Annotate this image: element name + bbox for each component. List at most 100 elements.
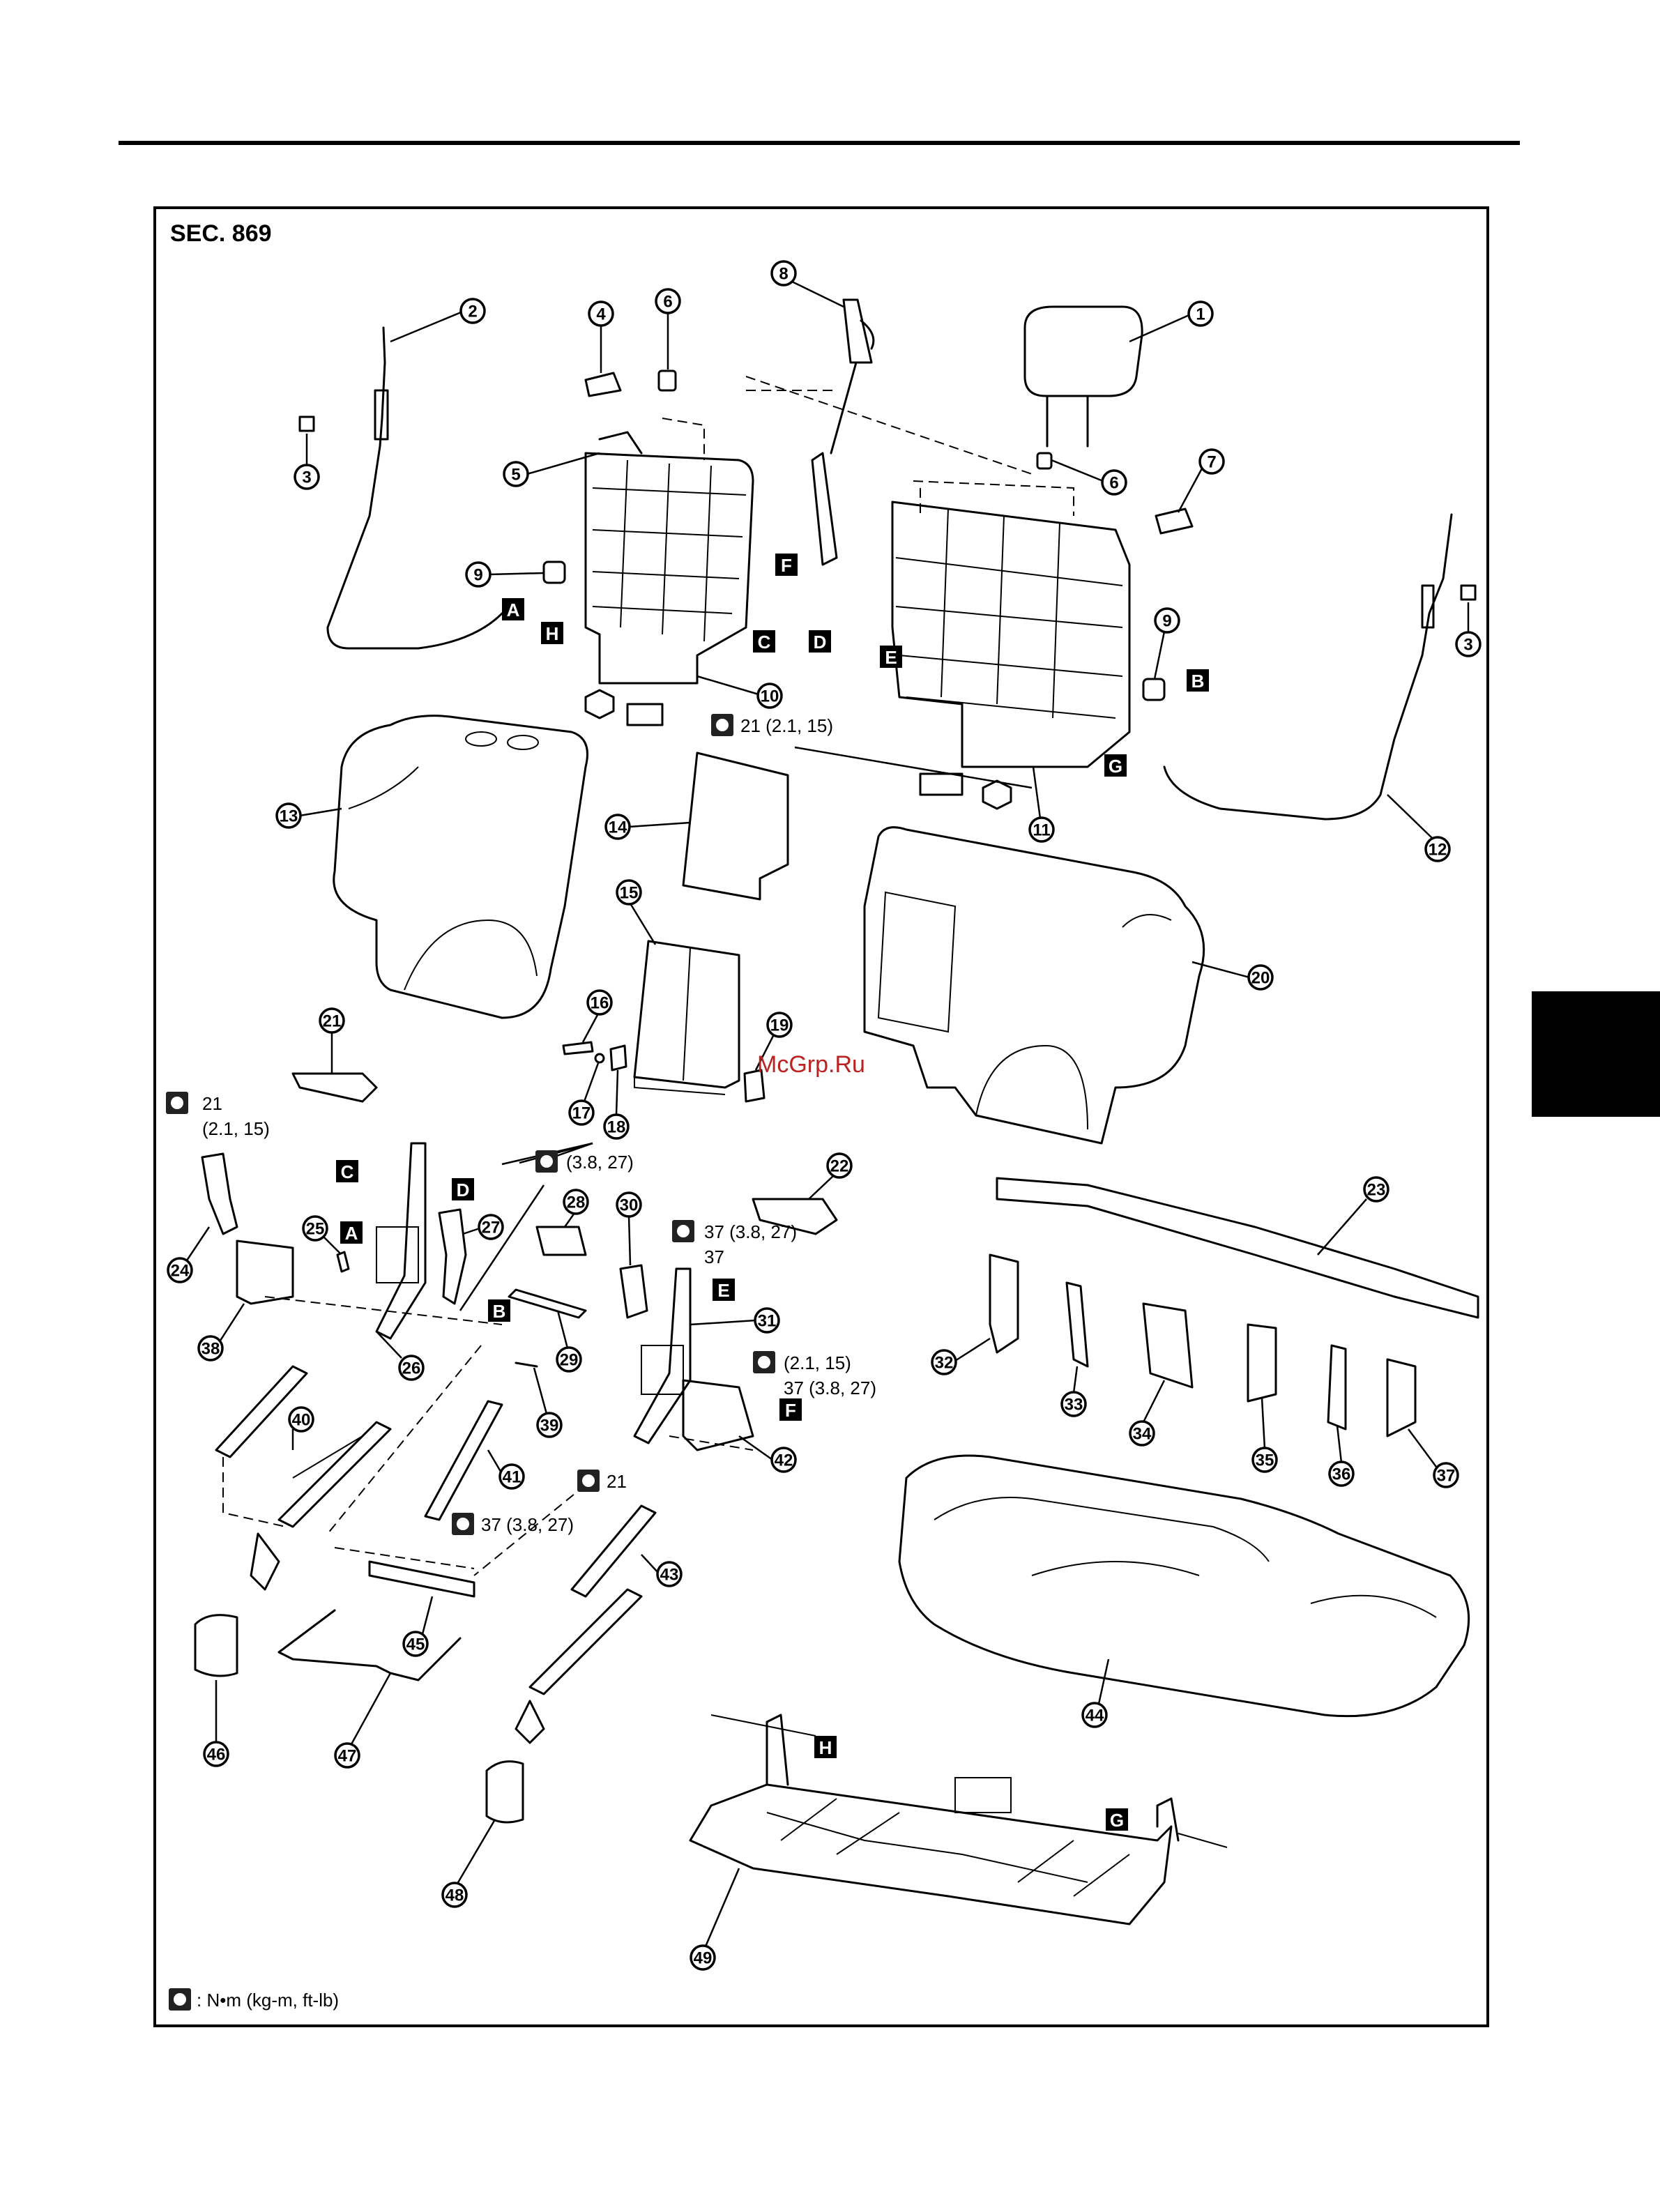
part-release-cable-right <box>1163 513 1453 821</box>
callout-7: 7 <box>1177 448 1225 513</box>
ref-marker-b-top: B <box>1187 669 1209 692</box>
svg-text:(3.8, 27): (3.8, 27) <box>566 1152 634 1173</box>
svg-text:46: 46 <box>207 1746 226 1764</box>
svg-text:11: 11 <box>1033 821 1050 840</box>
part-wire-47 <box>277 1609 462 1681</box>
part-seat-belt <box>811 298 875 566</box>
ref-marker-c-bottom: C <box>336 1160 358 1182</box>
svg-text:37: 37 <box>1437 1467 1456 1486</box>
svg-text:22: 22 <box>830 1157 849 1176</box>
callout-35: 35 <box>1251 1397 1278 1473</box>
part-cover-35 <box>1247 1323 1277 1403</box>
part-slide-rail-43 <box>515 1504 657 1744</box>
part-seatback-trim-left <box>333 715 588 1019</box>
callout-38: 38 <box>197 1303 245 1361</box>
svg-text:6: 6 <box>1109 474 1118 493</box>
svg-text:26: 26 <box>402 1359 421 1378</box>
torque-wrench-icon <box>711 714 733 736</box>
callout-12: 12 <box>1387 794 1451 862</box>
svg-text:D: D <box>814 632 827 653</box>
svg-text:37 (3.8, 27): 37 (3.8, 27) <box>481 1514 574 1535</box>
torque-wrench-icon <box>577 1470 600 1492</box>
part-clip-left <box>298 415 315 432</box>
callout-41: 41 <box>487 1449 525 1490</box>
svg-text:19: 19 <box>770 1016 789 1035</box>
svg-text:37 (3.8, 27): 37 (3.8, 27) <box>704 1221 797 1242</box>
svg-text:27: 27 <box>482 1219 501 1237</box>
header-rule <box>119 141 1520 145</box>
part-bolt-left <box>584 689 664 726</box>
part-cover-34 <box>1142 1302 1194 1389</box>
callout-5: 5 <box>503 452 600 487</box>
svg-text:H: H <box>546 623 559 644</box>
torque-wrench-icon <box>535 1150 558 1173</box>
svg-text:15: 15 <box>620 884 639 903</box>
part-rod-29 <box>508 1288 587 1319</box>
callout-28: 28 <box>563 1189 589 1228</box>
callout-14: 14 <box>604 814 691 840</box>
part-cap-46 <box>194 1614 238 1677</box>
ref-marker-a-bottom: A <box>340 1221 363 1244</box>
svg-text:30: 30 <box>620 1196 639 1215</box>
svg-text:10: 10 <box>761 687 779 706</box>
torque-spec-37-lower: 21 <box>577 1470 627 1492</box>
callout-1: 1 <box>1129 300 1214 343</box>
torque-wrench-icon <box>753 1351 775 1373</box>
callout-47: 47 <box>334 1672 392 1769</box>
watermark: McGrp.Ru <box>757 1051 865 1078</box>
part-hinge-26 <box>375 1142 427 1340</box>
part-seatback-trim-right <box>863 826 1205 1145</box>
section-title: SEC. 869 <box>170 220 272 247</box>
svg-text:F: F <box>781 555 792 576</box>
callout-4: 4 <box>588 300 614 373</box>
part-16 <box>562 1041 594 1055</box>
part-cap-9-right <box>1142 678 1166 701</box>
svg-text:43: 43 <box>660 1566 679 1585</box>
callout-34: 34 <box>1129 1380 1166 1447</box>
part-tube-45 <box>368 1560 475 1598</box>
part-pin-39 <box>515 1361 538 1368</box>
part-knob-7 <box>1155 508 1194 535</box>
callout-48: 48 <box>441 1819 496 1908</box>
svg-text:18: 18 <box>607 1118 626 1137</box>
part-headrest <box>1023 305 1143 448</box>
callout-13: 13 <box>275 802 342 829</box>
callout-49: 49 <box>690 1868 740 1971</box>
part-19 <box>743 1069 766 1103</box>
part-headrest-guide-left <box>657 369 677 392</box>
svg-text:3: 3 <box>302 468 311 487</box>
svg-text:G: G <box>1109 756 1122 777</box>
svg-text:2: 2 <box>468 303 477 321</box>
callout-37: 37 <box>1407 1428 1459 1488</box>
svg-text:42: 42 <box>775 1451 793 1470</box>
part-seat-cushion-frame <box>689 1714 1228 1925</box>
svg-text:1: 1 <box>1196 305 1205 324</box>
torque-wrench-icon <box>452 1513 474 1535</box>
part-bolt-right <box>919 772 1012 810</box>
part-seatback-frame-right <box>891 501 1131 768</box>
part-28 <box>535 1226 587 1256</box>
ref-marker-e-top: E <box>880 646 902 668</box>
svg-text:35: 35 <box>1256 1451 1274 1470</box>
callout-33: 33 <box>1060 1366 1087 1417</box>
callout-45: 45 <box>402 1596 434 1657</box>
callout-20: 20 <box>1191 961 1274 991</box>
part-cover-21 <box>291 1072 378 1103</box>
torque-wrench-icon <box>672 1220 694 1242</box>
svg-text:21: 21 <box>323 1012 342 1031</box>
part-cover-32 <box>989 1253 1019 1354</box>
torque-spec-37-center: (3.8, 27) <box>535 1150 634 1173</box>
ref-marker-d-top: D <box>809 630 831 653</box>
svg-text:32: 32 <box>935 1354 954 1373</box>
callout-8: 8 <box>770 260 844 308</box>
svg-text:3: 3 <box>1463 636 1472 655</box>
ref-marker-a-top: A <box>502 598 524 620</box>
torque-spec-21-right: (2.1, 15) 37 (3.8, 27) <box>753 1351 876 1398</box>
section-tab <box>1532 991 1660 1117</box>
svg-text:16: 16 <box>591 994 609 1013</box>
svg-text:H: H <box>819 1737 832 1758</box>
svg-text:E: E <box>885 647 897 668</box>
svg-text:34: 34 <box>1133 1425 1152 1444</box>
svg-text:(2.1, 15): (2.1, 15) <box>784 1352 851 1373</box>
part-knob-4 <box>584 372 622 397</box>
